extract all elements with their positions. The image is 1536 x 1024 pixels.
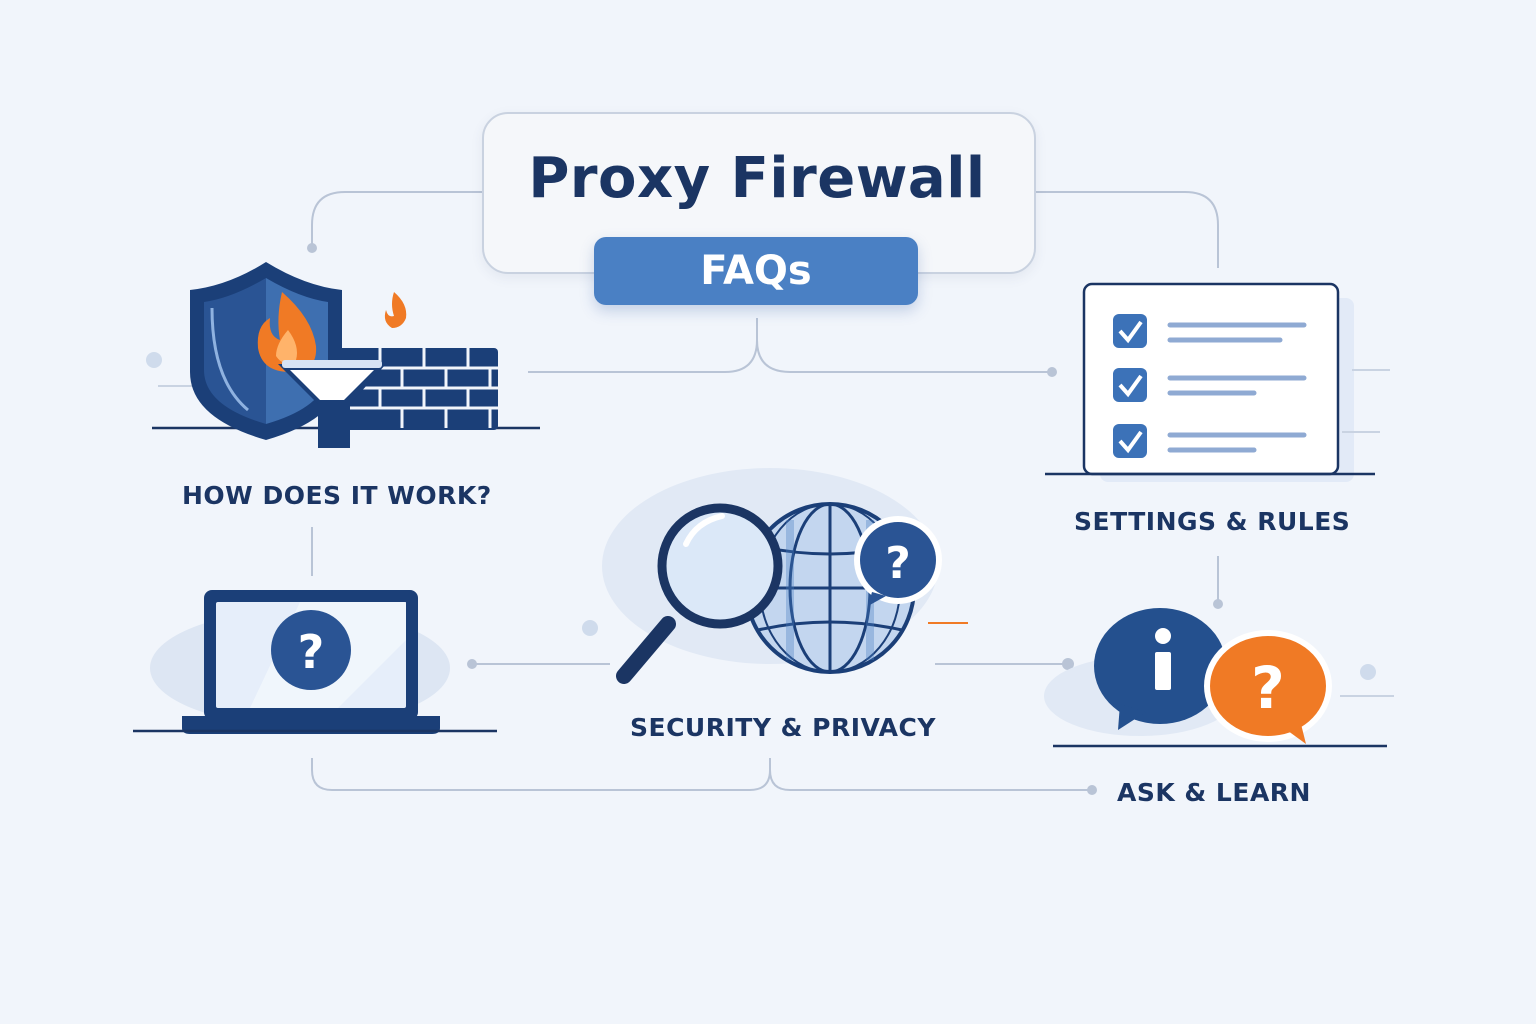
funnel-icon	[278, 360, 386, 448]
page-title: Proxy Firewall	[528, 146, 986, 211]
connector-dots	[307, 243, 1223, 795]
topic-label-how-it-works: HOW DOES IT WORK?	[182, 481, 492, 510]
connector-lines	[311, 191, 1219, 791]
topic-label-ask-learn: ASK & LEARN	[1117, 778, 1311, 807]
question-bubble-icon	[854, 516, 942, 606]
checkbox-checked-icon	[1113, 314, 1147, 348]
info-bubble-icon	[1094, 608, 1226, 730]
magnifier-globe-icon	[602, 468, 968, 684]
checkbox-checked-icon	[1113, 368, 1147, 402]
globe-question-glyph: ?	[885, 538, 911, 589]
checklist-icon	[1045, 282, 1390, 482]
decor-dots	[146, 352, 1376, 680]
topic-label-security-privacy: SECURITY & PRIVACY	[630, 713, 936, 742]
laptop-question-icon	[133, 590, 497, 734]
small-flame-icon	[384, 292, 407, 328]
magnifier-icon	[616, 503, 783, 684]
shield-firewall-icon	[152, 262, 540, 448]
question-orange-bubble-icon	[1204, 630, 1332, 744]
orange-question-glyph: ?	[1251, 654, 1285, 722]
checkbox-checked-icon	[1113, 424, 1147, 458]
laptop-question-glyph: ?	[298, 625, 325, 679]
info-question-bubbles-icon	[1044, 608, 1394, 748]
faq-badge: FAQs	[594, 237, 918, 305]
topic-label-settings-rules: SETTINGS & RULES	[1074, 507, 1351, 536]
